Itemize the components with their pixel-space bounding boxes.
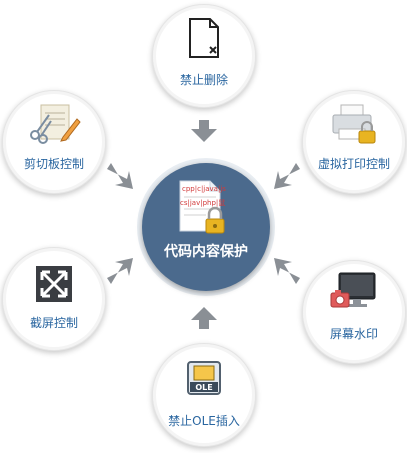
- node-label: 剪切板控制: [23, 157, 84, 171]
- doc-line-1: cpp|c|java|js: [182, 185, 226, 193]
- node-label: 屏幕水印: [329, 327, 378, 341]
- center-hub: cpp|c|java|js cs|jav|php|鼠 代码内容保护: [142, 163, 270, 291]
- node-virtual-print-control[interactable]: 虚拟打印控制: [302, 90, 406, 194]
- arrow-lower-left: [107, 258, 133, 284]
- clipboard-scissors-pen-icon: [30, 104, 81, 144]
- node-no-delete[interactable]: 禁止删除: [152, 4, 256, 108]
- node-label: 禁止OLE插入: [168, 414, 240, 428]
- node-label: 禁止删除: [179, 73, 228, 87]
- node-label: 虚拟打印控制: [317, 157, 390, 171]
- arrow-lower-right: [274, 258, 300, 284]
- node-clipboard-control[interactable]: 剪切板控制: [2, 90, 106, 194]
- node-label: 截屏控制: [29, 316, 78, 330]
- ole-object-icon: OLE: [187, 361, 221, 395]
- blank-file-delete-icon: [189, 18, 219, 58]
- ole-badge-text: OLE: [195, 383, 212, 392]
- code-document-lock-icon: cpp|c|java|js cs|jav|php|鼠: [179, 180, 226, 234]
- screen-capture-arrows-icon: [36, 266, 72, 302]
- arrow-bottom: [191, 307, 217, 329]
- printer-lock-icon: [332, 104, 376, 144]
- node-no-ole-insert[interactable]: OLE 禁止OLE插入: [152, 343, 256, 447]
- doc-line-2: cs|jav|php|鼠: [180, 198, 225, 207]
- node-screenshot-control[interactable]: 截屏控制: [2, 247, 106, 351]
- monitor-camera-icon: [330, 272, 376, 308]
- node-screen-watermark[interactable]: 屏幕水印: [302, 260, 406, 364]
- center-label: 代码内容保护: [164, 244, 248, 260]
- arrow-upper-right: [274, 163, 300, 189]
- arrow-top: [191, 120, 217, 142]
- arrow-upper-left: [107, 163, 133, 189]
